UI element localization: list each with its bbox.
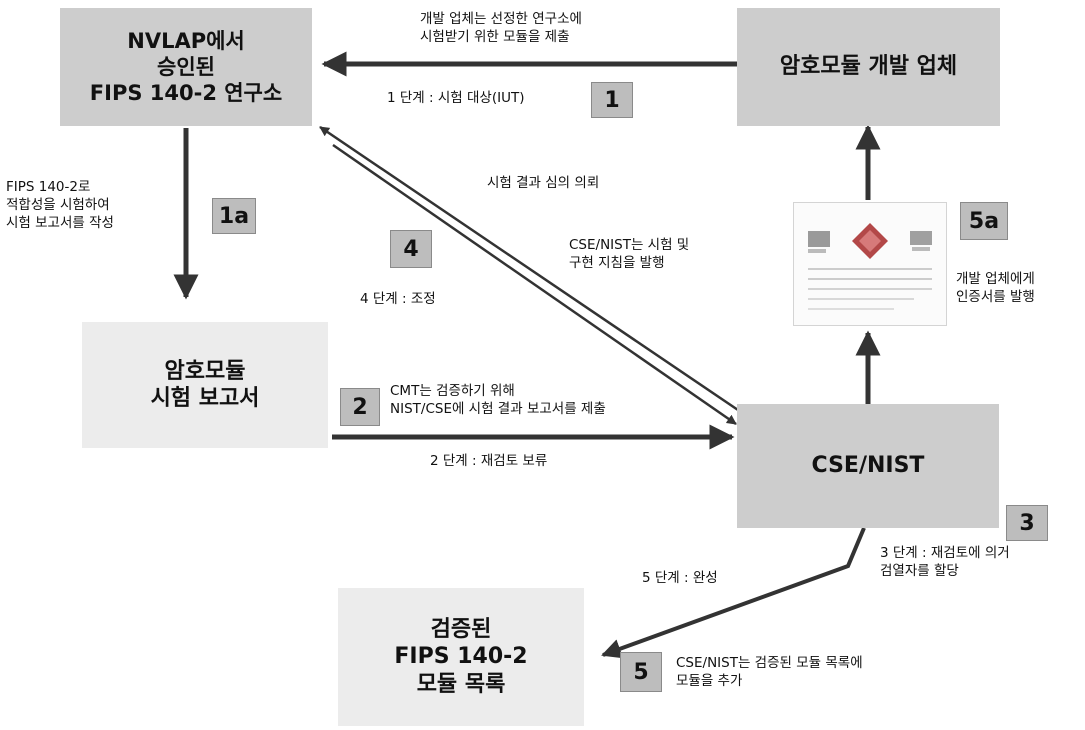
lab-line-3: FIPS 140-2 연구소: [89, 81, 283, 106]
cmt-submit-label: CMT는 검증하기 위해 NIST/CSE에 시험 결과 보고서를 제출: [390, 382, 606, 418]
cmvp-line-1: CSE/NIST: [811, 453, 925, 479]
guidance-line-1: CSE/NIST는 시험 및: [569, 237, 690, 253]
step3-label: 3 단계 : 재검토에 의거 검열자를 할당: [880, 544, 1010, 580]
step-4-badge: 4: [390, 230, 432, 268]
lab-line-1: NVLAP에서: [127, 28, 245, 53]
lab-test-line-2: 적합성을 시험하여: [6, 197, 110, 214]
vendor-box: 암호모듈 개발 업체: [737, 8, 1000, 126]
step-5a-badge: 5a: [960, 202, 1008, 240]
lab-test-label: FIPS 140-2로 적합성을 시험하여 시험 보고서를 작성: [6, 178, 114, 233]
guidance-label: CSE/NIST는 시험 및 구현 지침을 발행: [569, 236, 689, 272]
arrow-cmvp-to-lab: [319, 125, 739, 412]
lab-test-line-3: 시험 보고서를 작성: [6, 215, 114, 232]
issue-cert-label: 개발 업체에게 인증서를 발행: [956, 270, 1035, 306]
report-line-1: 암호모듈: [164, 358, 246, 384]
validated-line-3: 모듈 목록: [416, 671, 506, 697]
lab-test-line-1: FIPS 140-2로: [6, 179, 91, 195]
step3-line-1: 3 단계 : 재검토에 의거: [880, 545, 1010, 561]
vendor-line-1: 암호모듈 개발 업체: [779, 54, 958, 80]
step-2-badge: 2: [340, 388, 380, 426]
step4-label: 4 단계 : 조정: [360, 291, 436, 307]
step5-label: 5 단계 : 완성: [642, 570, 718, 586]
vendor-submit-label: 개발 업체는 선정한 연구소에 시험받기 위한 모듈을 제출: [420, 10, 582, 46]
step-1-badge: 1: [591, 82, 633, 118]
cmt-submit-line-1: CMT는 검증하기 위해: [390, 383, 515, 399]
add-list-line-2: 모듈을 추가: [676, 673, 743, 690]
lab-box: NVLAP에서 승인된 FIPS 140-2 연구소: [60, 8, 312, 126]
arrow-lab-to-cmvp: [332, 143, 737, 426]
guidance-line-2: 구현 지침을 발행: [569, 255, 665, 272]
step-5-badge: 5: [620, 652, 662, 692]
cmvp-box: CSE/NIST: [737, 404, 999, 528]
issue-cert-line-2: 인증서를 발행: [956, 289, 1035, 306]
step1-label: 1 단계 : 시험 대상(IUT): [387, 90, 525, 106]
validated-list-box: 검증된 FIPS 140-2 모듈 목록: [338, 588, 584, 726]
add-list-line-1: CSE/NIST는 검증된 모듈 목록에: [676, 655, 863, 671]
lab-line-2: 승인된: [157, 54, 215, 79]
vendor-submit-line-1: 개발 업체는 선정한 연구소에: [420, 11, 582, 27]
validated-line-2: FIPS 140-2: [394, 644, 528, 670]
vendor-submit-line-2: 시험받기 위한 모듈을 제출: [420, 29, 570, 46]
report-line-2: 시험 보고서: [150, 386, 260, 411]
add-list-label: CSE/NIST는 검증된 모듈 목록에 모듈을 추가: [676, 654, 863, 690]
report-box: 암호모듈 시험 보고서: [82, 322, 328, 448]
validated-line-1: 검증된: [430, 616, 492, 642]
certificate-icon: [793, 202, 947, 326]
step3-line-2: 검열자를 할당: [880, 563, 959, 580]
step-3-badge: 3: [1006, 505, 1048, 541]
issue-cert-line-1: 개발 업체에게: [956, 271, 1035, 287]
step-1a-badge: 1a: [212, 198, 256, 234]
arrow-cmvp-to-list: [601, 527, 866, 659]
cmt-submit-line-2: NIST/CSE에 시험 결과 보고서를 제출: [390, 401, 606, 418]
consult-label: 시험 결과 심의 의뢰: [487, 175, 600, 191]
step2-label: 2 단계 : 재검토 보류: [430, 453, 548, 469]
